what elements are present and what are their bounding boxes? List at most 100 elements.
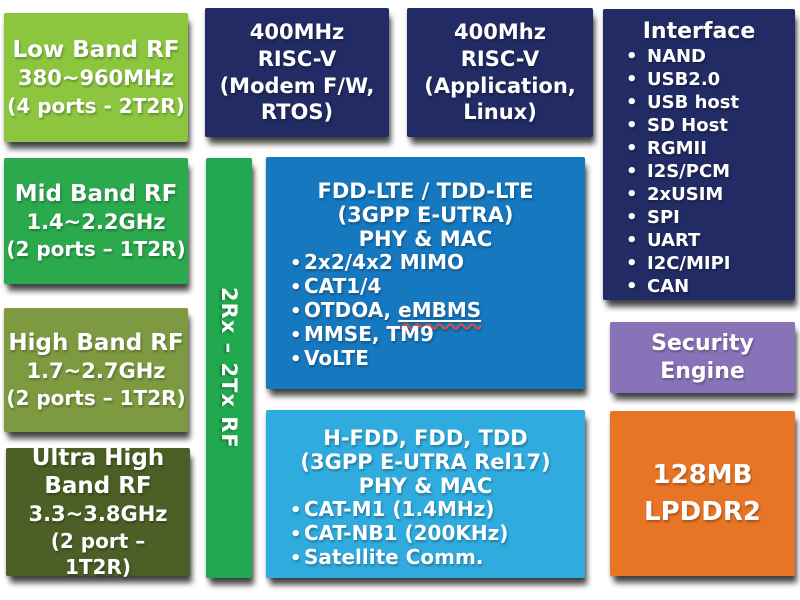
block-rf-chain-bar: 2Rx – 2Tx RF xyxy=(206,158,252,578)
iot-title: H-FDD, FDD, TDD xyxy=(323,426,528,450)
mid-band-rf-frequency: 1.4~2.2GHz xyxy=(26,209,166,234)
block-application-cpu: 400Mhz RISC-V (Application, Linux) xyxy=(407,8,593,137)
bullet-dot-icon xyxy=(603,114,647,137)
list-item: VoLTE xyxy=(266,347,585,371)
bullet-dot-icon xyxy=(603,275,647,298)
lte-feature: OTDOA, eMBMS xyxy=(304,299,481,323)
block-iot-modem: H-FDD, FDD, TDD (3GPP E-UTRA Rel17) PHY … xyxy=(266,410,585,578)
interface-item: SD Host xyxy=(647,115,728,136)
high-band-rf-title: High Band RF xyxy=(8,329,184,356)
interface-item: USB host xyxy=(647,92,740,113)
list-item: USB host xyxy=(603,91,795,114)
block-high-band-rf: High Band RF 1.7~2.7GHz (2 ports – 1T2R) xyxy=(4,308,188,432)
security-engine-title: Security Engine xyxy=(651,331,754,384)
bullet-dot-icon xyxy=(603,229,647,252)
low-band-rf-title: Low Band RF xyxy=(12,37,180,64)
list-item: MMSE, TM9 xyxy=(266,323,585,347)
low-band-rf-frequency: 380~960MHz xyxy=(18,66,174,91)
modem-cpu-clock: 400MHz xyxy=(249,19,345,44)
block-lte-modem: FDD-LTE / TDD-LTE (3GPP E-UTRA) PHY & MA… xyxy=(266,157,585,389)
bullet-dot-icon xyxy=(266,323,304,347)
lte-layer: PHY & MAC xyxy=(358,227,493,251)
block-modem-cpu: 400MHz RISC-V (Modem F/W, RTOS) xyxy=(205,8,389,137)
list-item: RGMII xyxy=(603,137,795,160)
list-item: UART xyxy=(603,229,795,252)
lte-feature-underlined: eMBMS xyxy=(398,298,482,322)
app-cpu-core: RISC-V xyxy=(460,46,540,71)
ultra-high-band-rf-frequency: 3.3~3.8GHz xyxy=(28,502,168,527)
list-item: USB2.0 xyxy=(603,68,795,91)
interface-item: I2S/PCM xyxy=(647,161,731,182)
list-item: NAND xyxy=(603,45,795,68)
list-item: CAN xyxy=(603,275,795,298)
block-lpddr2-memory: 128MB LPDDR2 xyxy=(610,411,795,576)
list-item: I2C/MIPI xyxy=(603,252,795,275)
block-low-band-rf: Low Band RF 380~960MHz (4 ports - 2T2R) xyxy=(4,13,188,142)
rf-chain-label: 2Rx – 2Tx RF xyxy=(217,287,241,449)
app-cpu-role: (Application, Linux) xyxy=(424,73,576,125)
mid-band-rf-ports: (2 ports – 1T2R) xyxy=(6,237,186,262)
interface-item: CAN xyxy=(647,276,690,297)
lte-feature-underlined-wrap: eMBMS xyxy=(398,298,481,322)
interface-item: NAND xyxy=(647,46,707,67)
modem-cpu-role: (Modem F/W, RTOS) xyxy=(219,73,375,125)
list-item: I2S/PCM xyxy=(603,160,795,183)
app-cpu-clock: 400Mhz xyxy=(454,19,546,44)
list-item: CAT1/4 xyxy=(266,275,585,299)
lte-feature: MMSE, TM9 xyxy=(304,322,434,346)
memory-title: 128MB LPDDR2 xyxy=(644,460,761,527)
interface-item: SPI xyxy=(647,207,680,228)
bullet-dot-icon xyxy=(603,45,647,68)
lte-feature-list: 2x2/4x2 MIMO CAT1/4 OTDOA, eMBMS MMSE, T… xyxy=(266,251,585,371)
bullet-dot-icon xyxy=(603,183,647,206)
bullet-dot-icon xyxy=(603,252,647,275)
block-security-engine: Security Engine xyxy=(610,322,795,393)
iot-feature: CAT-M1 (1.4MHz) xyxy=(304,497,495,521)
bullet-dot-icon xyxy=(266,498,304,522)
ultra-high-band-rf-title: Ultra High Band RF xyxy=(31,444,165,500)
lte-feature: CAT1/4 xyxy=(304,274,382,298)
interface-list: NAND USB2.0 USB host SD Host RGMII I2S/P… xyxy=(603,45,795,298)
bullet-dot-icon xyxy=(266,251,304,275)
block-mid-band-rf: Mid Band RF 1.4~2.2GHz (2 ports – 1T2R) xyxy=(4,158,188,284)
high-band-rf-ports: (2 ports – 1T2R) xyxy=(6,386,186,411)
list-item: OTDOA, eMBMS xyxy=(266,299,585,323)
iot-feature-list: CAT-M1 (1.4MHz) CAT-NB1 (200KHz) Satelli… xyxy=(266,498,585,570)
lte-title: FDD-LTE / TDD-LTE xyxy=(317,179,534,203)
high-band-rf-frequency: 1.7~2.7GHz xyxy=(26,358,166,383)
lte-feature: 2x2/4x2 MIMO xyxy=(304,250,464,274)
list-item: 2xUSIM xyxy=(603,183,795,206)
lte-feature: VoLTE xyxy=(304,346,369,370)
mid-band-rf-title: Mid Band RF xyxy=(14,180,178,207)
bullet-dot-icon xyxy=(603,160,647,183)
list-item: CAT-M1 (1.4MHz) xyxy=(266,498,585,522)
list-item: SD Host xyxy=(603,114,795,137)
lte-subtitle: (3GPP E-UTRA) xyxy=(337,203,514,227)
iot-feature: Satellite Comm. xyxy=(304,545,484,569)
bullet-dot-icon xyxy=(603,206,647,229)
interface-item: 2xUSIM xyxy=(647,184,724,205)
interface-item: RGMII xyxy=(647,138,707,159)
low-band-rf-ports: (4 ports - 2T2R) xyxy=(7,93,185,118)
bullet-dot-icon xyxy=(266,347,304,371)
bullet-dot-icon xyxy=(266,546,304,570)
lte-feature-prefix: OTDOA, xyxy=(304,298,399,322)
iot-feature: CAT-NB1 (200KHz) xyxy=(304,521,509,545)
interface-item: I2C/MIPI xyxy=(647,253,731,274)
iot-layer: PHY & MAC xyxy=(358,474,493,498)
list-item: SPI xyxy=(603,206,795,229)
bullet-dot-icon xyxy=(603,91,647,114)
bullet-dot-icon xyxy=(603,137,647,160)
interface-item: USB2.0 xyxy=(647,69,721,90)
list-item: 2x2/4x2 MIMO xyxy=(266,251,585,275)
bullet-dot-icon xyxy=(266,299,304,323)
interface-title: Interface xyxy=(642,19,756,44)
list-item: Satellite Comm. xyxy=(266,546,585,570)
bullet-dot-icon xyxy=(603,68,647,91)
block-ultra-high-band-rf: Ultra High Band RF 3.3~3.8GHz (2 port – … xyxy=(6,445,190,579)
modem-cpu-core: RISC-V xyxy=(257,46,337,71)
block-interface: Interface NAND USB2.0 USB host SD Host R… xyxy=(603,9,795,300)
ultra-high-band-rf-ports: (2 port – 1T2R) xyxy=(50,529,146,580)
bullet-dot-icon xyxy=(266,275,304,299)
